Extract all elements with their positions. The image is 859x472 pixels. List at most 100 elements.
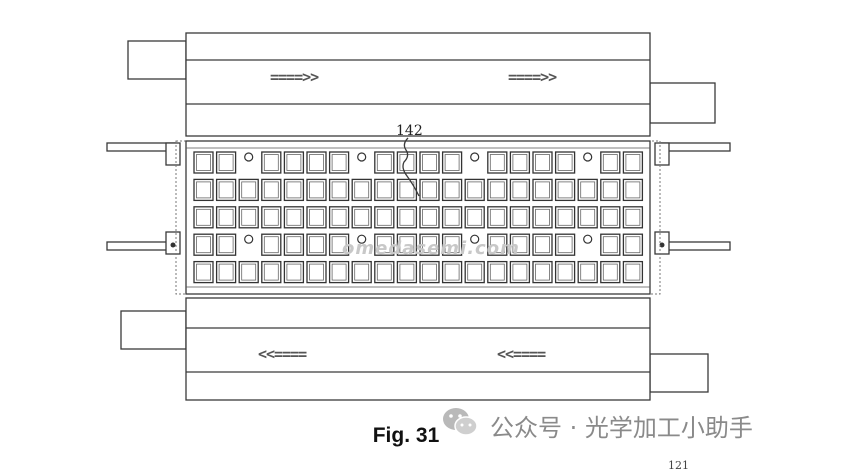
alignment-hole: [244, 152, 254, 162]
substrate-cell-inner: [354, 208, 370, 226]
substrate-cell-inner: [218, 154, 234, 171]
substrate-cell: [532, 151, 553, 174]
substrate-cell-inner: [376, 208, 392, 226]
substrate-cell-inner: [218, 181, 234, 199]
bottom-conveyor: <<==== <<====: [120, 297, 709, 401]
substrate-cell-inner: [196, 154, 211, 171]
substrate-cell-inner: [286, 154, 302, 171]
substrate-cell: [283, 151, 305, 174]
top-flow-arrow-left: ====>>: [270, 68, 319, 86]
substrate-cell-inner: [376, 181, 392, 199]
substrate-cell: [464, 260, 485, 284]
substrate-cell-inner: [354, 181, 370, 199]
substrate-cell: [193, 151, 214, 174]
substrate-cell: [328, 233, 350, 256]
substrate-cell-inner: [309, 208, 324, 226]
substrate-cell: [622, 178, 644, 202]
substrate-cell: [193, 233, 214, 256]
substrate-cell: [328, 206, 350, 229]
substrate-cell: [554, 206, 576, 229]
substrate-cell: [554, 233, 576, 256]
source-credit: 公众号 · 光学加工小助手: [490, 414, 753, 442]
substrate-cell: [328, 260, 350, 284]
substrate-cell-inner: [399, 263, 415, 281]
substrate-cell-inner: [422, 154, 437, 171]
rail-bottom-left: [106, 241, 176, 251]
substrate-cell: [193, 260, 214, 284]
substrate-cell: [600, 151, 621, 174]
substrate-cell-inner: [602, 263, 618, 281]
substrate-cell: [261, 178, 282, 202]
substrate-cell: [328, 151, 350, 174]
substrate-cell: [419, 233, 440, 256]
substrate-cell-inner: [218, 263, 234, 281]
substrate-cell-inner: [535, 263, 550, 281]
substrate-cell: [600, 178, 621, 202]
substrate-cell-inner: [512, 181, 528, 199]
substrate-cell-inner: [331, 208, 347, 226]
rail-top-right: [659, 142, 731, 152]
substrate-cell: [622, 233, 644, 256]
substrate-cell-inner: [331, 236, 347, 254]
side-rails: [106, 142, 731, 255]
substrate-cell: [238, 206, 259, 229]
substrate-cell: [441, 260, 463, 284]
substrate-cell-inner: [331, 263, 347, 281]
bottom-right-bracket: [649, 353, 709, 393]
substrate-cell-inner: [535, 236, 550, 254]
substrate-cell-inner: [625, 236, 641, 254]
substrate-cell-inner: [444, 236, 460, 254]
substrate-cell-inner: [376, 263, 392, 281]
reference-leader: 142: [396, 123, 423, 197]
substrate-cell: [532, 233, 553, 256]
substrate-cell: [374, 233, 395, 256]
substrate-cell: [487, 260, 508, 284]
substrate-cell: [193, 206, 214, 229]
substrate-cell-inner: [489, 263, 505, 281]
site-watermark: omedasemi.com: [342, 238, 520, 259]
substrate-cell: [306, 151, 327, 174]
substrate-cell-inner: [557, 154, 573, 171]
substrate-cell: [577, 260, 598, 284]
substrate-cell-inner: [580, 181, 596, 199]
substrate-cell: [464, 178, 485, 202]
substrate-cell-inner: [489, 208, 505, 226]
substrate-cell: [532, 260, 553, 284]
substrate-cell: [283, 178, 305, 202]
substrate-cell: [464, 206, 485, 229]
substrate-cell-inner: [625, 263, 641, 281]
substrate-cell-inner: [422, 208, 437, 226]
substrate-cell-inner: [354, 263, 370, 281]
substrate-cell: [396, 206, 418, 229]
substrate-cell: [374, 260, 395, 284]
substrate-cell-inner: [512, 236, 528, 254]
alignment-hole: [470, 152, 480, 162]
rail-bottom-right: [659, 241, 731, 251]
substrate-cell-inner: [309, 181, 324, 199]
substrate-cell-inner: [625, 154, 641, 171]
substrate-cell-inner: [263, 208, 279, 226]
substrate-cell: [554, 260, 576, 284]
bottom-flow-arrow-right: <<====: [497, 345, 546, 363]
substrate-cell-inner: [557, 263, 573, 281]
substrate-cell-inner: [309, 236, 324, 254]
substrate-cell: [622, 151, 644, 174]
alignment-hole: [357, 234, 367, 244]
substrate-cell-inner: [241, 208, 257, 226]
substrate-cell: [261, 260, 282, 284]
bottom-flow-arrow-left: <<====: [258, 345, 307, 363]
substrate-cell: [374, 206, 395, 229]
substrate-cell: [600, 260, 621, 284]
substrate-cell: [487, 178, 508, 202]
substrate-cell: [487, 233, 508, 256]
substrate-cell: [509, 260, 531, 284]
substrate-cell-inner: [535, 154, 550, 171]
substrate-cell: [554, 178, 576, 202]
substrate-cell-inner: [580, 263, 596, 281]
top-conveyor-body: [185, 32, 651, 137]
substrate-cell: [306, 260, 327, 284]
substrate-cell-inner: [241, 263, 257, 281]
substrate-cell-inner: [196, 263, 211, 281]
alignment-hole: [357, 152, 367, 162]
substrate-cell: [554, 151, 576, 174]
